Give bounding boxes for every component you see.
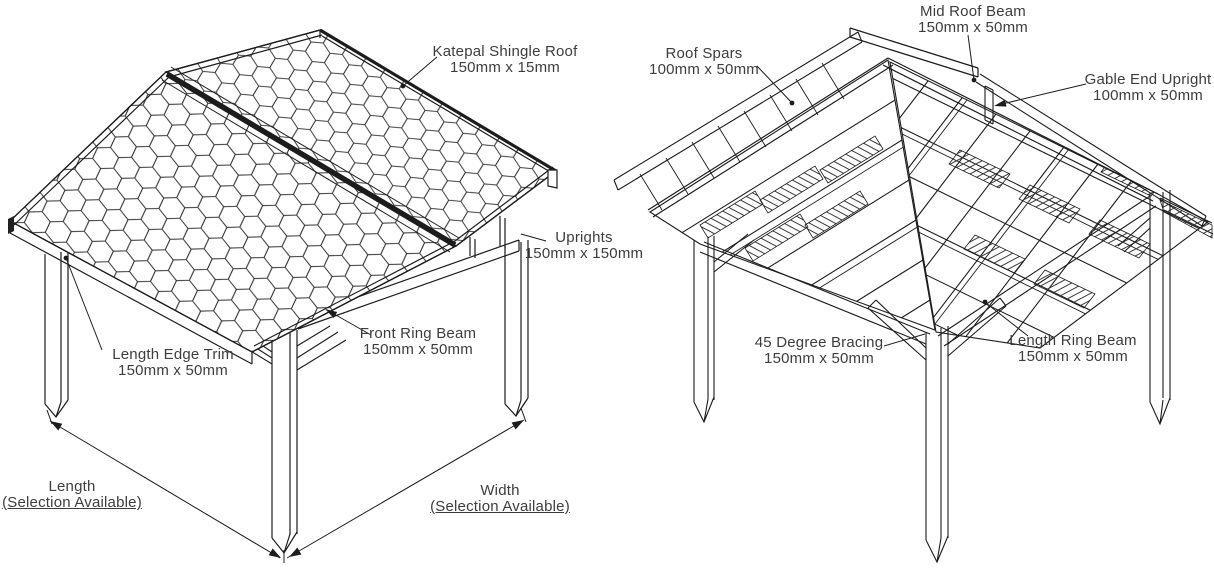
right-verge xyxy=(251,166,557,353)
label-line1: 45 Degree Bracing xyxy=(754,334,884,351)
label-line1: Gable End Upright xyxy=(1084,71,1212,88)
ridge-verge xyxy=(165,29,323,78)
right-plane-lattice xyxy=(890,62,1208,348)
gable-end-upright xyxy=(984,85,994,125)
leader-roof-spars xyxy=(756,65,793,104)
label-shingle-roof: Katepal Shingle Roof 150mm x 15mm xyxy=(432,43,578,77)
label-line2: 100mm x 50mm xyxy=(1093,87,1203,105)
label-line2: 150mm x 50mm xyxy=(764,350,874,368)
leader-mid-roof-beam xyxy=(967,34,975,81)
left-drawing-posts xyxy=(44,240,529,555)
front-ring-beam xyxy=(297,216,520,330)
leader-length-edge-trim xyxy=(65,257,103,351)
leader-length-ring-beam xyxy=(985,302,1029,337)
gable-studs xyxy=(469,216,506,258)
label-length-edge-trim: Length Edge Trim 150mm x 50mm xyxy=(112,346,234,380)
spar-tails xyxy=(639,62,845,211)
label-line1: Mid Roof Beam xyxy=(920,3,1026,20)
left-verge xyxy=(9,71,170,226)
label-line2: 150mm x 50mm xyxy=(918,19,1028,37)
label-line2: 100mm x 50mm xyxy=(649,61,759,79)
leader-uprights xyxy=(520,233,547,242)
label-line1: Length Edge Trim xyxy=(112,346,234,363)
label-line2: 150mm x 15mm xyxy=(450,59,560,77)
braces-45 xyxy=(713,217,1151,361)
label-line2: 150mm x 50mm xyxy=(363,341,473,359)
gable-rafters xyxy=(647,57,1159,218)
frame-posts xyxy=(693,190,1171,564)
label-line2: 150mm x 50mm xyxy=(1018,348,1128,366)
top-eave xyxy=(319,28,557,173)
right-leaders xyxy=(756,34,1087,347)
leader-shingle-roof xyxy=(402,56,438,87)
shingle-roof xyxy=(8,28,558,365)
left-leaders xyxy=(63,56,547,351)
left-verge-fascia xyxy=(613,31,863,211)
dimension-line xyxy=(49,419,525,559)
rear-verge-fascia xyxy=(975,73,1214,239)
mid-roof-beam xyxy=(849,27,979,78)
leader-gable-end-upright xyxy=(1001,83,1087,105)
left-ring-beam xyxy=(699,241,931,345)
label-roof-spars: Roof Spars 100mm x 50mm xyxy=(649,45,759,79)
label-line1: Katepal Shingle Roof xyxy=(432,43,578,60)
label-length-dimension: Length (Selection Available) xyxy=(2,478,142,512)
label-line2: (Selection Available) xyxy=(430,498,570,516)
label-line1: Roof Spars xyxy=(665,45,743,62)
upright-post xyxy=(271,330,298,555)
label-width-dimension: Width (Selection Available) xyxy=(430,482,570,516)
label-line1: Uprights xyxy=(555,229,613,246)
label-line1: Length Ring Beam xyxy=(1009,332,1137,349)
roof-boards xyxy=(699,135,884,262)
ring-beams xyxy=(699,195,1157,347)
left-drawing xyxy=(8,28,558,563)
upright-post xyxy=(693,236,715,424)
label-line2: (Selection Available) xyxy=(2,494,142,512)
label-line1: Front Ring Beam xyxy=(359,325,477,342)
label-line2: 150mm x 50mm xyxy=(118,362,228,380)
length-edge-trim-board xyxy=(9,220,253,365)
label-uprights: Uprights 150mm x 150mm xyxy=(524,229,644,263)
length-ring-beam xyxy=(937,195,1157,347)
upright-post xyxy=(504,240,529,417)
label-mid-roof-beam: Mid Roof Beam 150mm x 50mm xyxy=(918,3,1028,37)
label-45-degree-bracing: 45 Degree Bracing 150mm x 50mm xyxy=(754,334,884,368)
dimension-lines xyxy=(46,407,527,563)
dimension-arrowheads xyxy=(50,420,524,558)
upright-post xyxy=(1149,190,1171,426)
label-gable-end-upright: Gable End Upright 100mm x 50mm xyxy=(1084,71,1212,105)
upright-post xyxy=(925,326,949,564)
upright-post xyxy=(44,250,69,418)
right-drawing xyxy=(613,27,1214,564)
label-line2: 150mm x 150mm xyxy=(524,245,644,263)
eave-end-cap xyxy=(547,169,558,189)
label-front-ring-beam: Front Ring Beam 150mm x 50mm xyxy=(359,325,477,359)
ridge-cap xyxy=(165,71,457,248)
label-length-ring-beam: Length Ring Beam 150mm x 50mm xyxy=(1009,332,1137,366)
label-line1: Width xyxy=(480,482,520,499)
leader-bracing-45 xyxy=(883,333,926,347)
label-line1: Length xyxy=(48,478,96,495)
